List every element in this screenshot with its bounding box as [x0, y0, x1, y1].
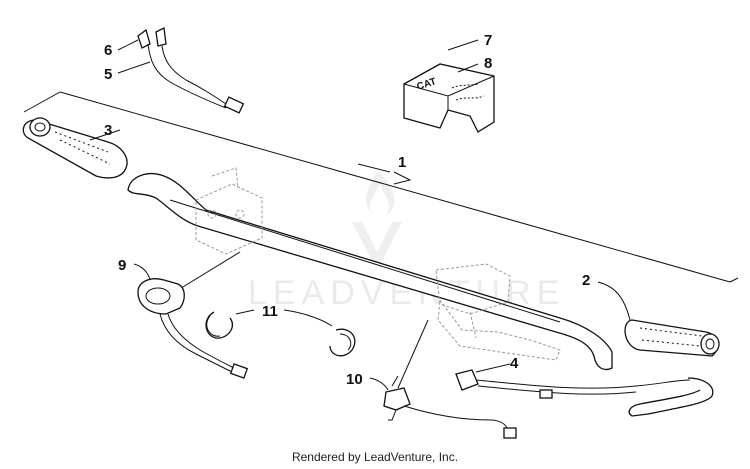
axis-line-end	[23, 91, 61, 113]
handlebar	[127, 173, 613, 371]
clamp-left	[205, 311, 234, 339]
handlebar-pad: CAT	[403, 63, 495, 133]
axis-line-end-right	[729, 277, 739, 283]
callout-7: 7	[484, 32, 492, 49]
leader-5	[117, 61, 151, 74]
handlebar-axis-line	[59, 91, 731, 283]
right-grip	[624, 319, 720, 357]
leader-1-arrow	[393, 171, 412, 185]
wire-harness	[455, 369, 714, 417]
leader-10	[369, 377, 389, 391]
callout-1: 1	[398, 154, 406, 171]
callout-5: 5	[104, 66, 112, 83]
callout-4: 4	[510, 355, 519, 372]
switch-leader-line	[177, 251, 241, 291]
leader-2	[597, 281, 631, 321]
leader-3	[89, 129, 121, 141]
callout-6: 6	[104, 42, 112, 59]
leader-7	[447, 39, 479, 51]
leader-9	[133, 263, 151, 281]
grip-heater-wire	[137, 27, 245, 114]
callout-3: 3	[104, 122, 112, 139]
callout-8: 8	[484, 55, 492, 72]
brake-switch	[383, 375, 517, 439]
leader-4	[475, 363, 511, 373]
footer-credit: Rendered by LeadVenture, Inc.	[291, 450, 459, 464]
thumb-switch	[137, 278, 249, 379]
callout-10: 10	[346, 371, 363, 388]
clamp-right	[329, 328, 356, 357]
leader-11-right	[283, 309, 333, 327]
leader-6	[117, 39, 139, 51]
left-grip	[22, 117, 128, 179]
callout-9: 9	[118, 257, 126, 274]
leader-11-left	[235, 309, 255, 315]
callout-11: 11	[262, 303, 278, 320]
callout-2: 2	[582, 272, 590, 289]
left-mount-outline	[195, 167, 263, 255]
brake-switch-guide	[397, 319, 429, 389]
leader-1	[357, 163, 391, 173]
brake-master-cylinder	[435, 263, 561, 361]
leader-8	[457, 63, 479, 73]
